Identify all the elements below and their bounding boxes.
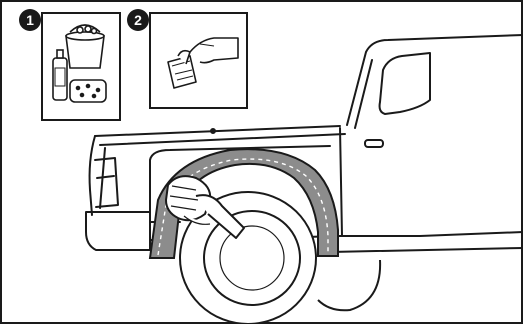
step-1-number: 1 xyxy=(26,12,34,28)
step-2-number: 2 xyxy=(134,12,142,28)
